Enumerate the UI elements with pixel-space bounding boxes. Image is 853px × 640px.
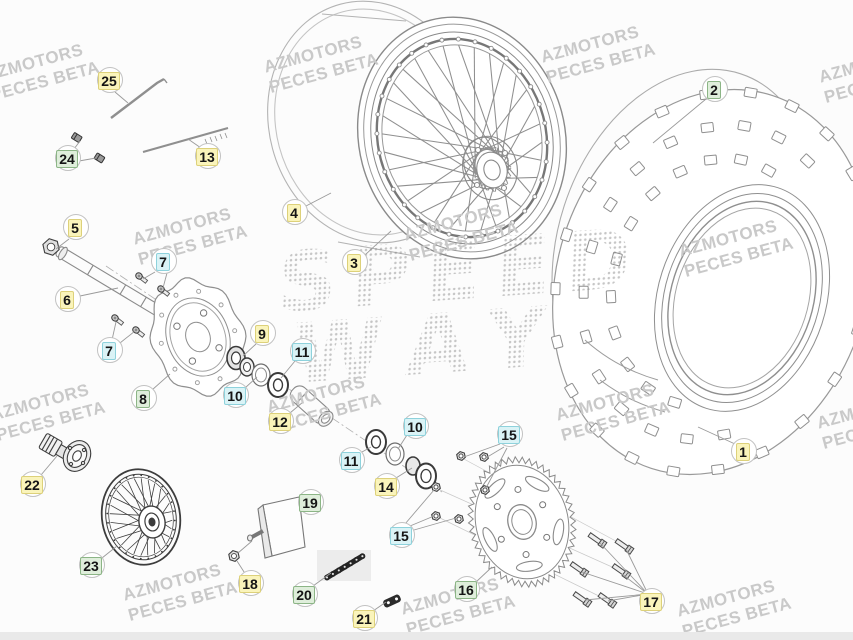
- brake-disc: [149, 277, 247, 397]
- callout-part-11[interactable]: 11: [339, 447, 365, 473]
- callout-part-18[interactable]: 18: [238, 570, 264, 596]
- callout-number: 14: [375, 478, 397, 496]
- sprocket-bolts: [569, 532, 635, 609]
- sprocket-nuts: [431, 450, 490, 525]
- callout-number: 19: [299, 494, 321, 512]
- callout-part-10[interactable]: 10: [223, 382, 249, 408]
- callout-number: 4: [287, 204, 301, 222]
- callout-part-17[interactable]: 17: [639, 588, 665, 614]
- callout-part-20[interactable]: 20: [292, 581, 318, 607]
- callout-number: 15: [390, 527, 412, 545]
- callout-part-24[interactable]: 24: [55, 145, 81, 171]
- callout-number: 20: [293, 586, 315, 604]
- callout-part-7[interactable]: 7: [97, 337, 123, 363]
- sprocket-inner: [474, 464, 570, 580]
- callout-part-13[interactable]: 13: [195, 143, 221, 169]
- callout-part-15[interactable]: 15: [497, 421, 523, 447]
- callout-number: 10: [404, 418, 426, 436]
- callout-part-16[interactable]: 16: [454, 576, 480, 602]
- callout-part-14[interactable]: 14: [374, 473, 400, 499]
- callout-number: 13: [196, 148, 218, 166]
- callout-part-2[interactable]: 2: [702, 76, 728, 102]
- rim-nipples: [374, 36, 550, 240]
- callout-part-10[interactable]: 10: [403, 413, 429, 439]
- callout-number: 6: [60, 291, 74, 309]
- callout-number: 16: [455, 581, 477, 599]
- callout-part-19[interactable]: 19: [298, 489, 324, 515]
- callout-part-8[interactable]: 8: [131, 385, 157, 411]
- brake-disc-inner: [165, 297, 231, 377]
- callout-number: 1: [736, 443, 750, 461]
- callout-number: 7: [156, 253, 170, 271]
- tire-bead: [584, 184, 831, 413]
- hub-bearings: [226, 345, 437, 490]
- callout-number: 7: [102, 342, 116, 360]
- callout-number: 25: [98, 72, 120, 90]
- master-link: [383, 594, 401, 608]
- callout-part-15[interactable]: 15: [389, 522, 415, 548]
- callout-number: 11: [291, 343, 313, 361]
- callout-part-6[interactable]: 6: [55, 286, 81, 312]
- callout-part-5[interactable]: 5: [63, 214, 89, 240]
- callout-number: 11: [340, 452, 362, 470]
- loose-spokes: [110, 77, 229, 153]
- callout-part-11[interactable]: 11: [290, 338, 316, 364]
- callout-number: 18: [239, 575, 261, 593]
- callout-number: 15: [498, 426, 520, 444]
- callout-number: 10: [224, 387, 246, 405]
- callout-part-21[interactable]: 21: [352, 605, 378, 631]
- callout-part-3[interactable]: 3: [342, 249, 368, 275]
- callout-part-9[interactable]: 9: [250, 320, 276, 346]
- wheel-complete-hub: [138, 505, 166, 539]
- hub-assembly: [38, 433, 92, 472]
- spoke-nipples: [71, 132, 106, 164]
- callout-part-1[interactable]: 1: [731, 438, 757, 464]
- callout-number: 22: [21, 476, 43, 494]
- chain-slider: [246, 496, 306, 559]
- callout-part-25[interactable]: 25: [97, 67, 123, 93]
- callout-number: 2: [707, 81, 721, 99]
- small-bolts: [111, 272, 171, 338]
- chain: [324, 553, 366, 581]
- callout-part-22[interactable]: 22: [20, 471, 46, 497]
- callout-number: 23: [80, 557, 102, 575]
- callout-part-23[interactable]: 23: [79, 552, 105, 578]
- callout-number: 12: [269, 413, 291, 431]
- callout-part-4[interactable]: 4: [282, 199, 308, 225]
- callout-number: 9: [255, 325, 269, 343]
- rim-front: [356, 16, 568, 260]
- callout-number: 8: [136, 390, 150, 408]
- rim-hub: [462, 135, 518, 201]
- callout-part-12[interactable]: 12: [268, 408, 294, 434]
- callout-number: 21: [353, 610, 375, 628]
- callout-number: 24: [56, 150, 78, 168]
- callout-number: 17: [640, 593, 662, 611]
- wheel-complete: [100, 468, 182, 566]
- callout-part-7[interactable]: 7: [151, 248, 177, 274]
- bottom-strip: [0, 632, 853, 640]
- hex-nuts: [42, 238, 240, 563]
- callout-number: 5: [68, 219, 82, 237]
- callout-number: 3: [347, 254, 361, 272]
- tire-knobs: [550, 86, 853, 478]
- sprocket-cutouts: [482, 475, 565, 572]
